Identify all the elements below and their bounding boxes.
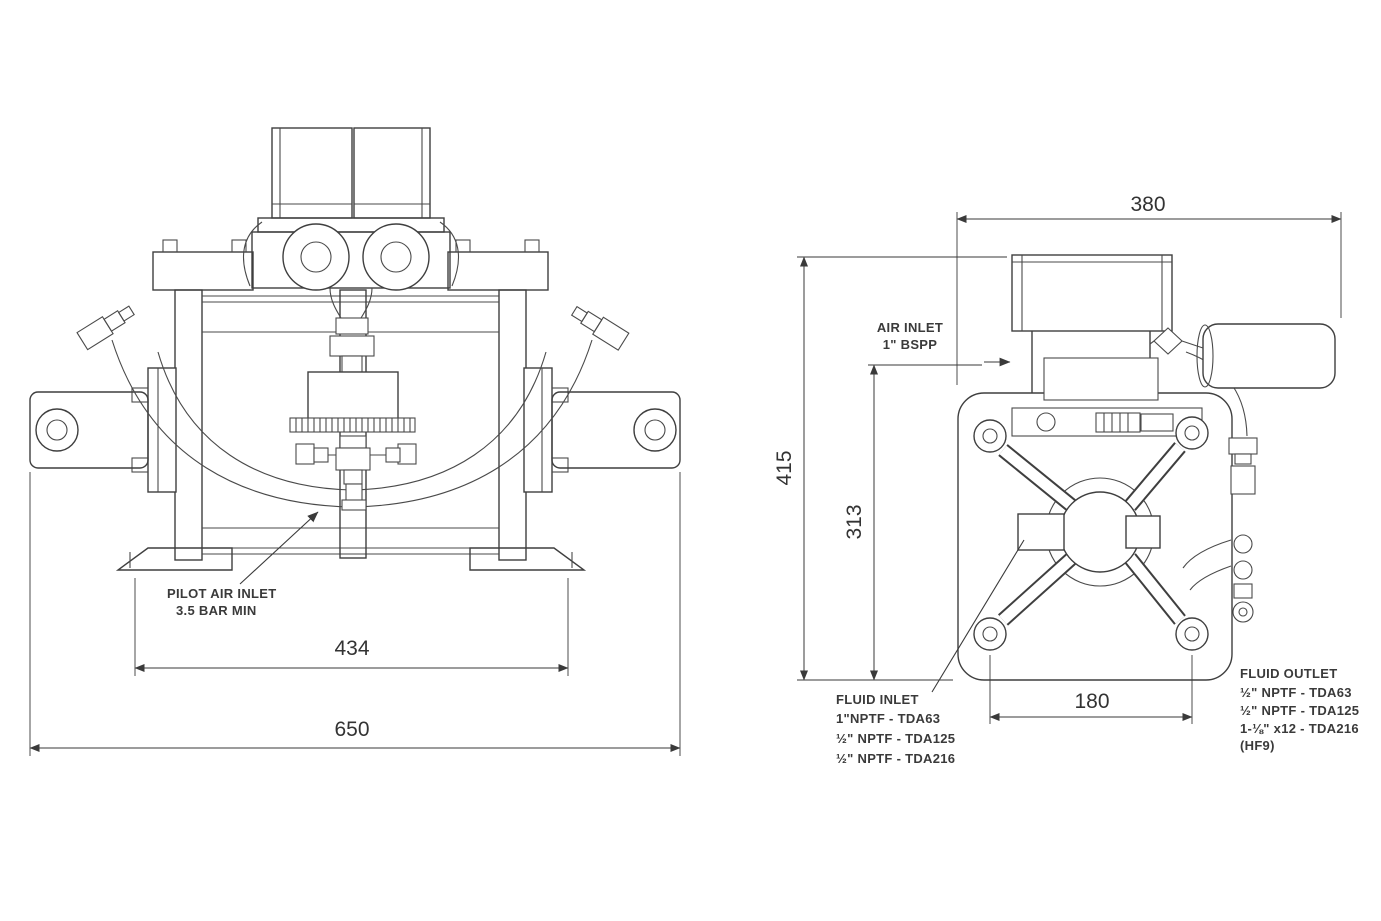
dim-650-label: 650 (334, 718, 369, 741)
pilot-inlet-fitting (295, 435, 417, 511)
dim-434-label: 434 (334, 637, 369, 660)
dimension-415: 415 (773, 256, 1007, 681)
fluid-outlet-line4: (HF9) (1240, 738, 1275, 753)
top-mounting-plates (152, 239, 549, 291)
dim-415-label: 415 (773, 450, 796, 485)
angled-fitting-left (76, 305, 135, 351)
air-inlet-line2: 1" BSPP (883, 337, 938, 352)
corner-bolts (973, 416, 1209, 651)
fluid-outlet-port (1125, 515, 1161, 549)
dimension-380: 380 (956, 193, 1342, 385)
dimension-434: 434 (134, 578, 569, 676)
solenoid-coils (271, 127, 431, 219)
pilot-air-inlet-line1: PILOT AIR INLET (167, 586, 276, 601)
dimension-180: 180 (989, 655, 1193, 724)
fluid-inlet-label: FLUID INLET 1"NPTF - TDA63 ½" NPTF - TDA… (836, 539, 1025, 766)
end-caps (131, 367, 569, 493)
top-plate (1011, 407, 1203, 437)
fluid-inlet-line3: ½" NPTF - TDA216 (836, 751, 955, 766)
dim-313-label: 313 (843, 504, 866, 539)
fluid-outlet-line3: 1-⅛" x12 - TDA216 (1240, 721, 1359, 736)
cross-bars (997, 442, 1186, 626)
mounting-bar (29, 391, 681, 469)
air-valve-block (243, 217, 459, 291)
dim-380-label: 380 (1130, 193, 1165, 216)
air-cap (1011, 254, 1173, 401)
pilot-tubing (111, 287, 593, 508)
fluid-inlet-line2: ½" NPTF - TDA125 (836, 731, 955, 746)
fluid-inlet-line1: 1"NPTF - TDA63 (836, 711, 940, 726)
fluid-outlet-line2: ½" NPTF - TDA125 (1240, 703, 1359, 718)
pilot-air-inlet-line2: 3.5 BAR MIN (176, 603, 257, 618)
fluid-outlet-label: FLUID OUTLET ½" NPTF - TDA63 ½" NPTF - T… (1240, 666, 1359, 753)
fluid-inlet-port (1017, 513, 1065, 551)
fluid-outlet-title: FLUID OUTLET (1240, 666, 1337, 681)
air-inlet-label: AIR INLET 1" BSPP (877, 320, 1011, 367)
outlet-fitting-stack (1182, 437, 1258, 623)
dim-180-label: 180 (1074, 690, 1109, 713)
fluid-inlet-title: FLUID INLET (836, 692, 919, 707)
angled-fitting-right (570, 305, 630, 351)
mounting-feet (115, 547, 587, 571)
dimension-313: 313 (843, 364, 982, 681)
side-view: AIR INLET 1" BSPP 380 415 313 180 (773, 193, 1359, 766)
center-manifold (289, 317, 416, 433)
front-view: 434 650 PILOT AIR INLET 3.5 BAR MIN (29, 127, 681, 756)
pilot-air-inlet-label: PILOT AIR INLET 3.5 BAR MIN (167, 511, 319, 618)
muffler (1149, 323, 1336, 437)
air-inlet-line1: AIR INLET (877, 320, 943, 335)
dimension-650: 650 (29, 472, 681, 756)
fluid-outlet-line1: ½" NPTF - TDA63 (1240, 685, 1352, 700)
